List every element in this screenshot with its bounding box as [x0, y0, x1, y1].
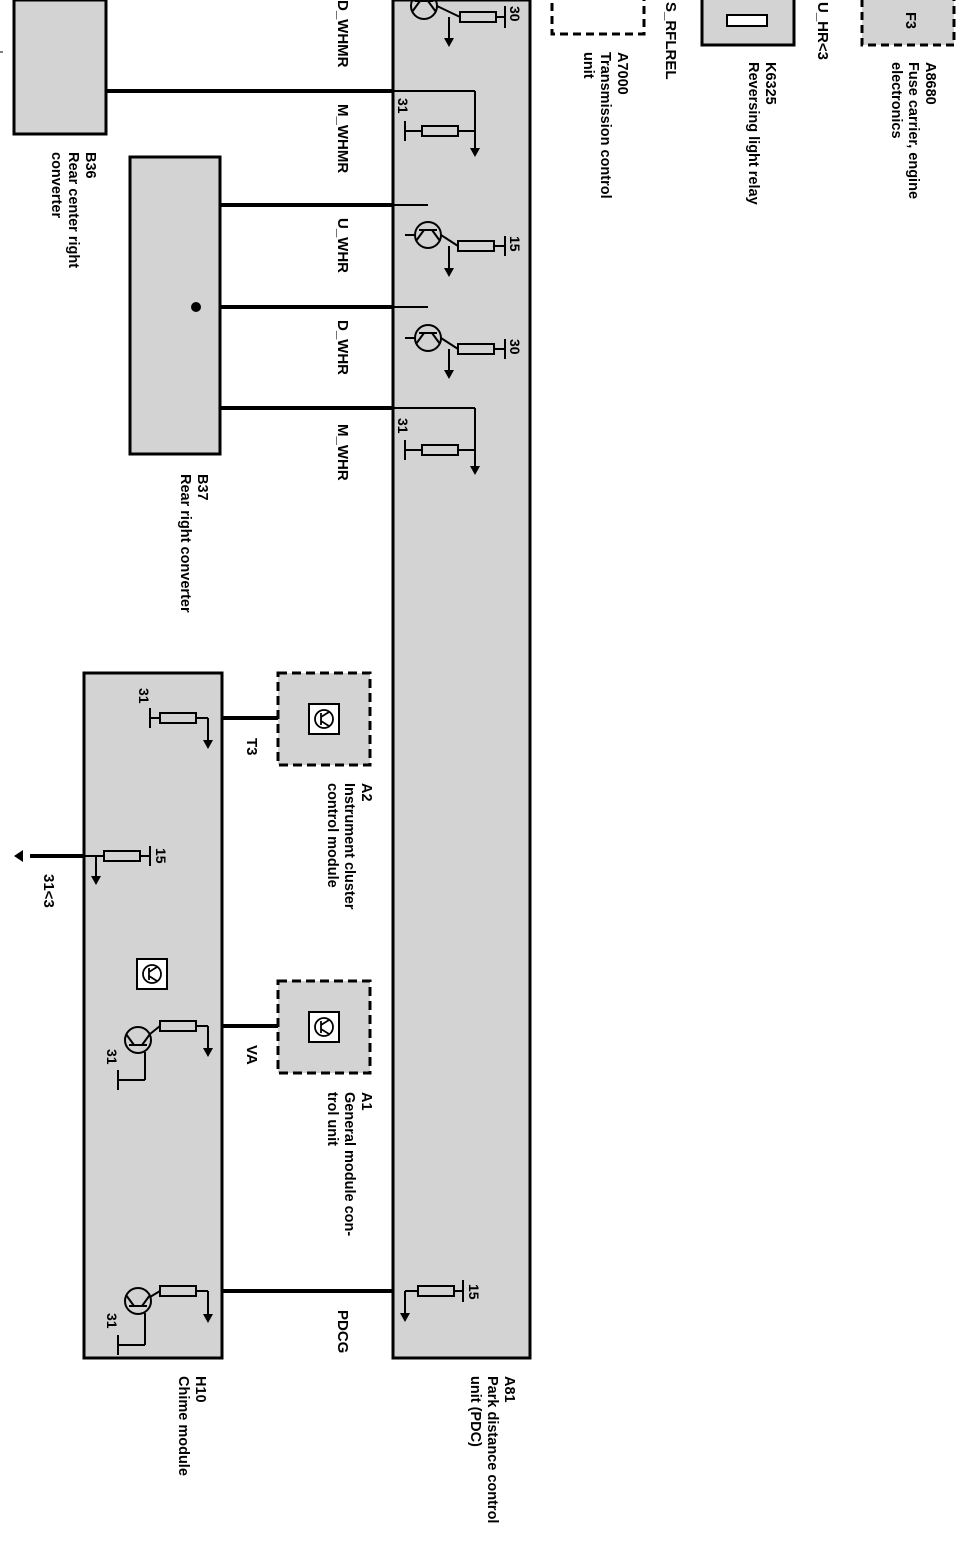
wires [30, 89, 393, 1293]
caption-a1: A1 General module con- trol unit [324, 1092, 374, 1236]
b37-converter-box [128, 155, 222, 456]
svg-text:converter: converter [48, 152, 64, 218]
a2-bus-icon [308, 703, 340, 735]
b37-connection-dot [191, 302, 201, 312]
signal-d-whr: D_WHR [334, 320, 351, 375]
svg-text:General module con-: General module con- [341, 1092, 357, 1236]
pin-15-h10: 15 [153, 848, 169, 864]
svg-text:Rear center right: Rear center right [65, 152, 81, 268]
svg-text:Fuse carrier, engine: Fuse carrier, engine [905, 62, 921, 199]
ground-symbol [14, 850, 23, 862]
a8680-fuse-box [860, 0, 956, 47]
a81-pdc-box [391, 0, 532, 1360]
svg-text:trol unit: trol unit [324, 1092, 340, 1146]
svg-text:control module: control module [324, 783, 340, 888]
signal-u-whr: U_WHR [334, 218, 351, 273]
svg-text:A2: A2 [358, 783, 374, 802]
svg-text:A7000: A7000 [614, 52, 630, 95]
signal-s-rflrel: S_RFLREL [662, 2, 679, 80]
k6325-relay-coil [726, 14, 768, 27]
svg-text:Chime module: Chime module [175, 1376, 191, 1476]
signal-d-whmr: D_WHMR [334, 0, 351, 68]
pin-15-pdcg: 15 [466, 1284, 482, 1300]
caption-b37: B37 Rear right converter [177, 474, 210, 613]
signal-t3: T3 [243, 738, 260, 756]
h10-internal-circuits [84, 708, 213, 1355]
svg-text:B36: B36 [82, 152, 98, 179]
svg-text:unit: unit [580, 52, 596, 79]
signal-pdcg: PDCG [334, 1310, 351, 1353]
caption-a2: A2 Instrument cluster control module [324, 783, 374, 910]
pin-31-m-whr: 31 [395, 418, 411, 434]
caption-k6325: K6325 Reversing light relay [745, 62, 778, 205]
a1-bus-icon [308, 1011, 340, 1043]
fuse-f3-label: F3 [902, 12, 918, 29]
caption-a8680: A8680 Fuse carrier, engine electronics [888, 62, 938, 199]
signal-m-whr: M_WHR [334, 424, 351, 481]
h10-chime-box [82, 671, 224, 1360]
svg-text:Rear right converter: Rear right converter [177, 474, 193, 613]
svg-text:A1: A1 [358, 1092, 374, 1111]
pin-31-pdcg: 31 [104, 1313, 120, 1329]
signal-u-hr: U_HR<3 [814, 2, 831, 60]
caption-a7000: A7000 Transmission control unit [580, 52, 630, 199]
svg-text:B37: B37 [194, 474, 210, 501]
svg-text:unit (PDC): unit (PDC) [467, 1376, 483, 1447]
svg-text:A8680: A8680 [922, 62, 938, 105]
a7000-transmission-box [550, 0, 646, 36]
caption-h10: H10 Chime module [175, 1376, 208, 1476]
pin-31-va: 31 [104, 1049, 120, 1065]
b36-converter-box [12, 0, 108, 136]
pin-31-t3: 31 [136, 688, 152, 704]
svg-text:Transmission control: Transmission control [597, 52, 613, 199]
pin-15-u-whr: 15 [507, 236, 523, 252]
signal-va: VA [243, 1045, 260, 1065]
svg-text:Instrument cluster: Instrument cluster [341, 783, 357, 910]
svg-text:A81: A81 [501, 1376, 517, 1403]
svg-text:electronics: electronics [888, 62, 904, 139]
svg-text:K6325: K6325 [762, 62, 778, 105]
svg-text:Reversing light relay: Reversing light relay [745, 62, 761, 205]
svg-text:H10: H10 [192, 1376, 208, 1403]
signal-ground: 31<3 [40, 874, 57, 908]
pin-31-m-whmr: 31 [395, 98, 411, 114]
caption-b36: B36 Rear center right converter [48, 152, 98, 268]
caption-a81: A81 Park distance control unit (PDC) [467, 1376, 517, 1523]
signal-m-whmr: M_WHMR [334, 104, 351, 173]
a81-internal-circuits [393, 0, 506, 1322]
pin-30-d-whr: 30 [507, 339, 523, 355]
pin-30-top: 30 [507, 6, 523, 22]
svg-text:Park distance control: Park distance control [484, 1376, 500, 1523]
h10-bus-icon [136, 958, 168, 990]
